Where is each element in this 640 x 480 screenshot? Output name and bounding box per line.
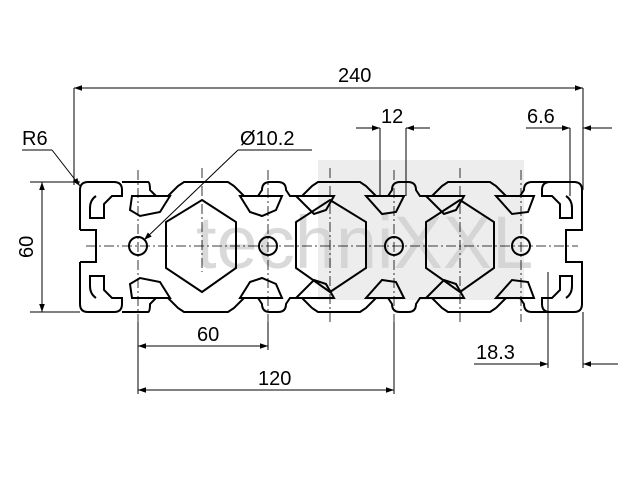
dim-radius-label: R6	[22, 128, 48, 150]
dim-double-pitch-label: 120	[258, 368, 291, 390]
dim-radius: R6	[22, 128, 81, 187]
dim-edge-offset-label: 18.3	[476, 342, 515, 364]
dim-slot-width: 12	[356, 106, 430, 196]
dim-edge-offset: 18.3	[474, 272, 618, 368]
dim-wall: 6.6	[526, 106, 612, 196]
dim-bore: Ø10.2	[143, 128, 312, 241]
dim-pitch: 60	[137, 322, 269, 394]
dim-slot-width-label: 12	[381, 106, 403, 128]
dim-height: 60	[16, 181, 80, 313]
dim-width-total: 240	[73, 65, 584, 185]
dim-bore-label: Ø10.2	[240, 128, 294, 150]
dim-double-pitch: 120	[138, 322, 395, 394]
watermark-text: techniXXL	[196, 201, 533, 284]
dim-pitch-label: 60	[197, 324, 219, 346]
center-lines	[86, 168, 578, 322]
dim-wall-label: 6.6	[527, 106, 555, 128]
dim-width-total-label: 240	[338, 65, 371, 87]
dim-height-label: 60	[16, 236, 38, 258]
